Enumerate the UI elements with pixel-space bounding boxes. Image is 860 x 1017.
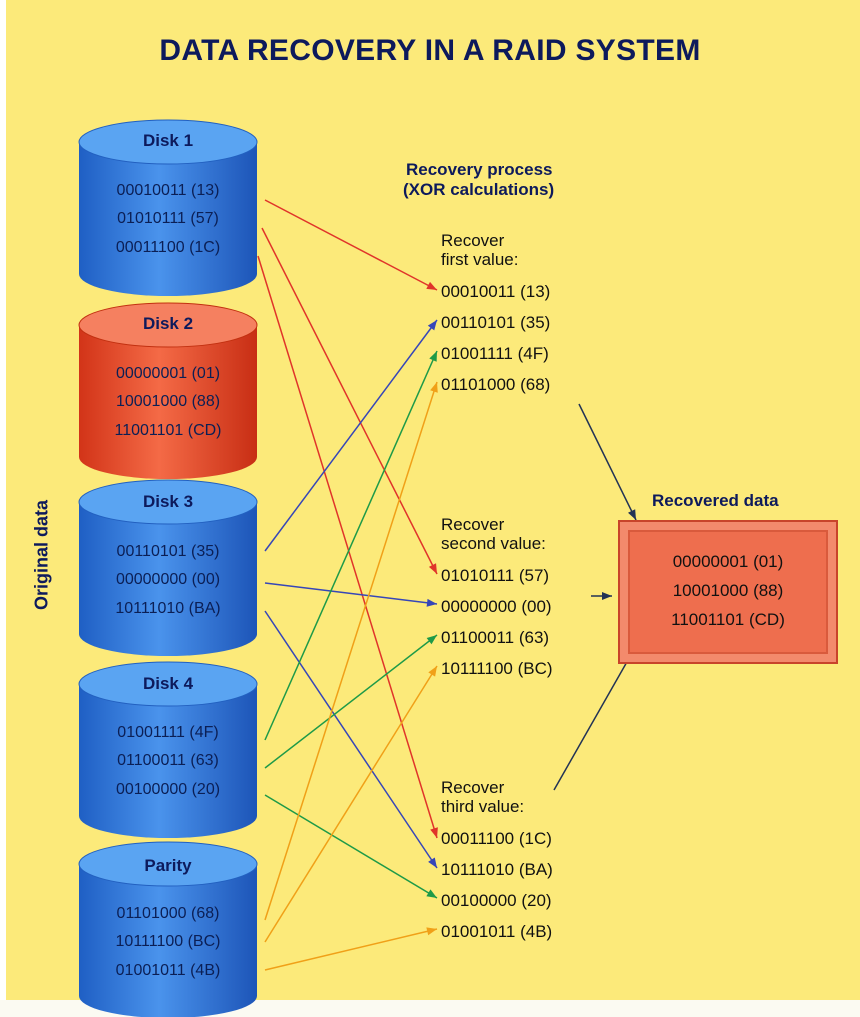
arrow-9 — [264, 794, 438, 899]
disk-3-title: Disk 3 — [142, 492, 194, 511]
arrow-15 — [553, 645, 637, 791]
disk-top — [78, 119, 258, 165]
disk-top — [78, 841, 258, 887]
parity-value-3: 01001011 (4B) — [115, 962, 221, 979]
arrow-2 — [261, 227, 438, 575]
process-heading-line-2: (XOR calculations) — [403, 180, 555, 199]
group-2-value-2: 00000000 (00) — [441, 597, 552, 616]
group-1-value-1: 00010011 (13) — [441, 282, 551, 301]
group-2-value-1: 01010111 (57) — [441, 566, 550, 585]
group-3-label-line-1: Recover — [441, 778, 505, 797]
recovered-data-heading: Recovered data — [652, 491, 779, 510]
group-3-value-3: 00100000 (20) — [441, 891, 552, 910]
disk-1-cylinder — [78, 119, 258, 296]
recovered-value-1: 00000001 (01) — [672, 552, 784, 571]
group-1-label-line-2: first value: — [441, 250, 519, 269]
arrow-12 — [264, 927, 438, 971]
group-3-value-2: 10111010 (BA) — [441, 860, 553, 879]
recovered-data-box: 00000001 (01) 10001000 (88) 11001101 (CD… — [618, 520, 838, 664]
parity-disk-title: Parity — [144, 856, 192, 875]
disk-body — [79, 325, 257, 479]
disk-top — [78, 479, 258, 525]
disk-1-value-1: 00010011 (13) — [116, 182, 220, 199]
disk-top — [78, 661, 258, 707]
disk-2-value-3: 11001101 (CD) — [114, 422, 222, 439]
group-2-value-3: 01100011 (63) — [441, 628, 550, 647]
disk-1-title: Disk 1 — [142, 131, 194, 150]
group-2-label-line-1: Recover — [441, 515, 505, 534]
disk-body — [79, 864, 257, 1017]
group-2-label-line-2: second value: — [441, 534, 546, 553]
arrow-4 — [264, 319, 438, 552]
diagram-title: DATA RECOVERY IN A RAID SYSTEM — [159, 34, 701, 67]
arrow-5 — [264, 582, 438, 607]
group-3-value-4: 01001011 (4B) — [441, 922, 553, 941]
arrow-11 — [264, 665, 438, 943]
disk-body — [79, 502, 257, 656]
disk-4-value-1: 01001111 (4F) — [117, 724, 219, 741]
disk-body — [79, 142, 257, 296]
group-3-value-1: 00011100 (1C) — [441, 829, 552, 848]
disk-1-value-3: 00011100 (1C) — [115, 239, 221, 256]
disk-2-cylinder — [78, 302, 258, 479]
arrow-6 — [264, 610, 438, 869]
process-heading-line-1: Recovery process — [406, 160, 553, 179]
disk-3-value-1: 00110101 (35) — [116, 543, 220, 560]
group-1-label-line-1: Recover — [441, 231, 505, 250]
group-1-value-4: 01101000 (68) — [441, 375, 551, 394]
parity-value-2: 10111100 (BC) — [115, 933, 221, 950]
arrow-3 — [257, 255, 438, 839]
disk-3-value-2: 00000000 (00) — [115, 571, 221, 588]
disk-4-value-3: 00100000 (20) — [115, 781, 221, 798]
arrow-13 — [578, 403, 637, 521]
arrow-10 — [264, 381, 438, 921]
recovered-value-3: 11001101 (CD) — [671, 610, 785, 629]
group-1-value-3: 01001111 (4F) — [441, 344, 549, 363]
group-3-label-line-2: third value: — [441, 797, 525, 816]
group-1-value-2: 00110101 (35) — [441, 313, 551, 332]
arrow-1 — [264, 199, 438, 291]
disk-3-value-3: 10111010 (BA) — [115, 600, 221, 617]
arrow-7 — [264, 350, 438, 741]
arrow-8 — [264, 634, 438, 769]
disk-body — [79, 684, 257, 838]
disk-top — [78, 302, 258, 348]
disk-4-title: Disk 4 — [142, 674, 194, 693]
disk-4-value-2: 01100011 (63) — [117, 752, 219, 769]
disk-2-value-2: 10001000 (88) — [115, 393, 221, 410]
disk-1-value-2: 01010111 (57) — [117, 210, 219, 227]
disk-4-cylinder — [78, 661, 258, 838]
disk-2-value-1: 00000001 (01) — [115, 365, 221, 382]
disk-5-cylinder — [78, 841, 258, 1017]
disk-3-cylinder — [78, 479, 258, 656]
disk-2-title: Disk 2 — [142, 314, 194, 333]
arrow-14 — [591, 592, 612, 600]
group-2-value-4: 10111100 (BC) — [441, 659, 553, 678]
parity-value-1: 01101000 (68) — [116, 905, 220, 922]
recovered-value-2: 10001000 (88) — [672, 581, 784, 600]
